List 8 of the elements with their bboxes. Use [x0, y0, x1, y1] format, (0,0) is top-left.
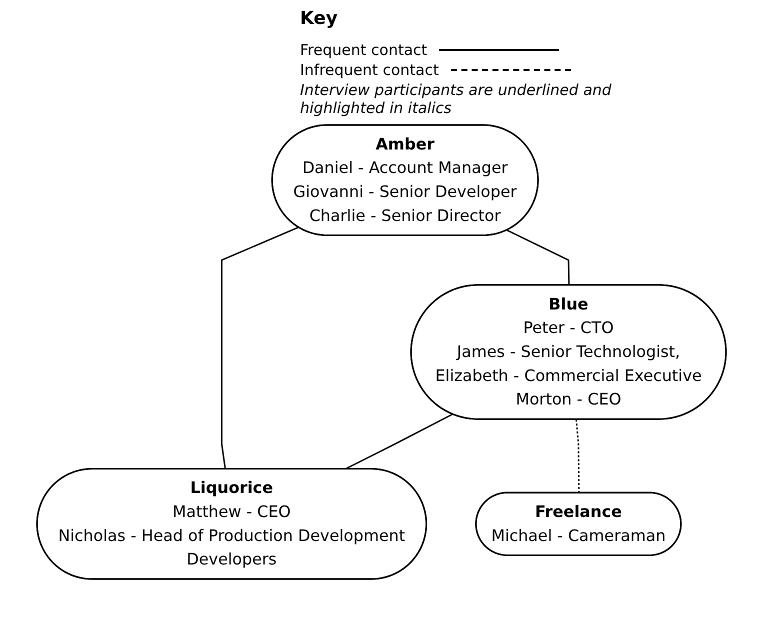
- connector: [344, 414, 453, 470]
- legend-label: Frequent contact: [300, 41, 428, 59]
- connector: [506, 230, 570, 286]
- note-text: Interview participants are underlined and highlighted in italics: [300, 81, 612, 117]
- legend-title: Key: [300, 8, 338, 29]
- connector: [220, 226, 299, 470]
- legend-label: Infrequent contact: [300, 61, 439, 79]
- connector: [576, 420, 580, 494]
